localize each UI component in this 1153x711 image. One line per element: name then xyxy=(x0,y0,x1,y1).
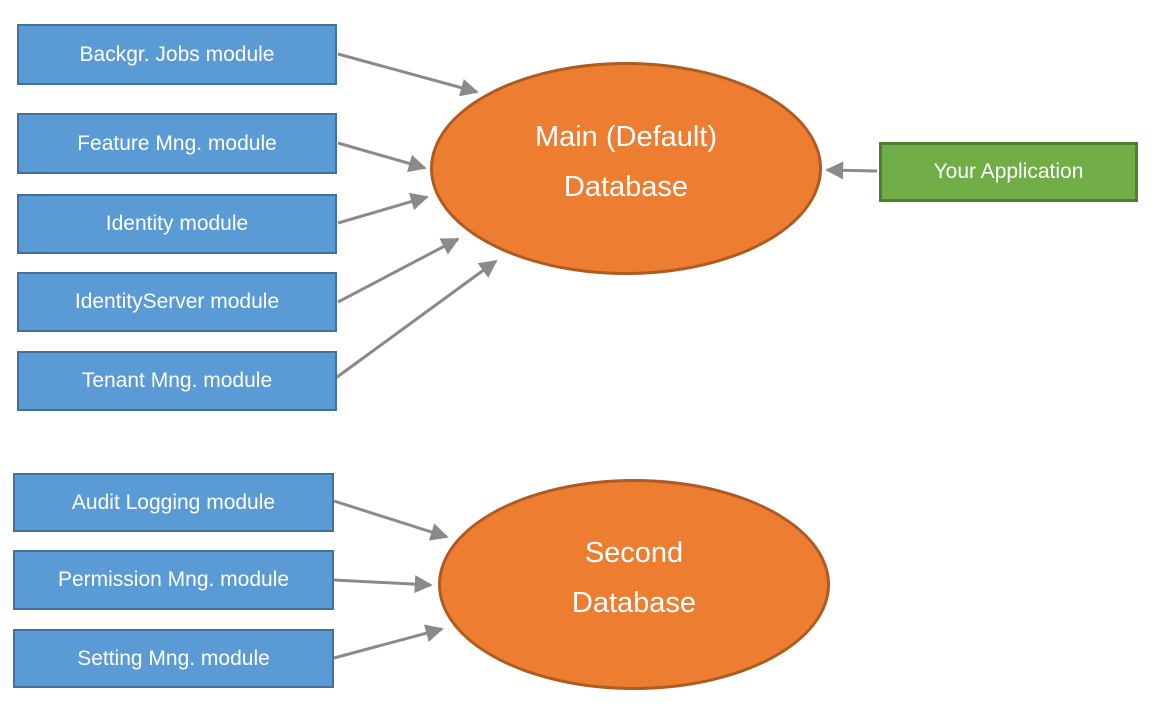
module-box-identityserver: IdentityServer module xyxy=(17,272,337,332)
your-application-box: Your Application xyxy=(879,142,1138,202)
arrow-identityserver-to-main-db xyxy=(337,237,460,304)
arrow-setting-mng-to-second-db xyxy=(333,624,444,660)
arrow-feature-mng-to-main-db xyxy=(337,141,427,173)
arrow-backgr-jobs-to-main-db xyxy=(337,52,479,97)
second-database-ellipse: Second Database xyxy=(438,479,830,690)
main-database-label-line1: Main (Default) xyxy=(534,120,718,153)
second-database-label-line1: Second xyxy=(584,536,684,569)
your-application-label: Your Application xyxy=(933,160,1084,183)
module-label: Permission Mng. module xyxy=(57,568,290,591)
module-label: Audit Logging module xyxy=(71,490,276,514)
module-box-permission-mng: Permission Mng. module xyxy=(13,550,334,610)
second-database-label-line2: Database xyxy=(571,586,697,619)
arrow-application-to-main-db xyxy=(825,161,878,180)
arrow-tenant-mng-to-main-db xyxy=(332,259,498,382)
main-database-ellipse: Main (Default) Database xyxy=(430,62,822,275)
module-label: Backgr. Jobs module xyxy=(79,42,275,66)
arrow-identity-to-main-db xyxy=(337,192,429,225)
module-box-backgr-jobs: Backgr. Jobs module xyxy=(17,24,337,85)
arrow-audit-logging-to-second-db xyxy=(333,499,449,541)
module-box-feature-mng: Feature Mng. module xyxy=(17,113,337,174)
arrow-permission-mng-to-second-db xyxy=(333,575,433,594)
module-box-tenant-mng: Tenant Mng. module xyxy=(17,351,337,411)
main-database-label-line2: Database xyxy=(563,170,689,203)
module-label: Tenant Mng. module xyxy=(81,369,273,392)
module-box-setting-mng: Setting Mng. module xyxy=(13,629,334,688)
module-box-audit-logging: Audit Logging module xyxy=(13,473,334,532)
module-label: Setting Mng. module xyxy=(77,646,270,670)
module-label: Identity module xyxy=(105,212,249,235)
module-label: Feature Mng. module xyxy=(77,131,277,155)
module-label: IdentityServer module xyxy=(74,290,280,313)
module-box-identity: Identity module xyxy=(17,194,337,254)
